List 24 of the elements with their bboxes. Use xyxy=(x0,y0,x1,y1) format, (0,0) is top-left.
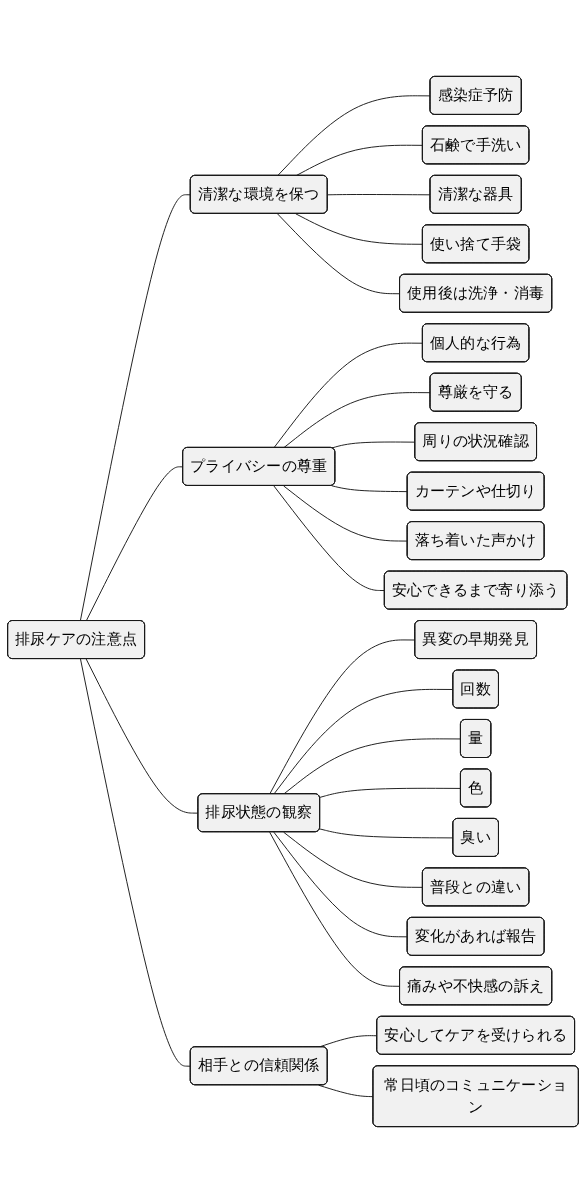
connector xyxy=(273,831,409,938)
connector xyxy=(283,831,424,888)
connector xyxy=(319,828,454,839)
connector xyxy=(80,658,192,1067)
connector xyxy=(269,639,416,795)
connector xyxy=(85,658,199,814)
connector xyxy=(283,485,409,542)
connector xyxy=(327,194,431,196)
connector xyxy=(295,144,424,177)
connector xyxy=(295,213,424,245)
connector xyxy=(277,213,401,295)
connector xyxy=(269,831,401,987)
connector xyxy=(277,95,431,177)
connector xyxy=(273,485,386,592)
connector xyxy=(85,466,184,622)
connector xyxy=(331,485,409,493)
connector xyxy=(273,342,424,449)
connector xyxy=(283,392,431,449)
connector xyxy=(319,787,462,798)
connector xyxy=(331,441,416,449)
connector xyxy=(273,688,454,795)
connector xyxy=(79,194,192,622)
connector xyxy=(283,738,462,795)
connector xyxy=(318,1084,374,1098)
